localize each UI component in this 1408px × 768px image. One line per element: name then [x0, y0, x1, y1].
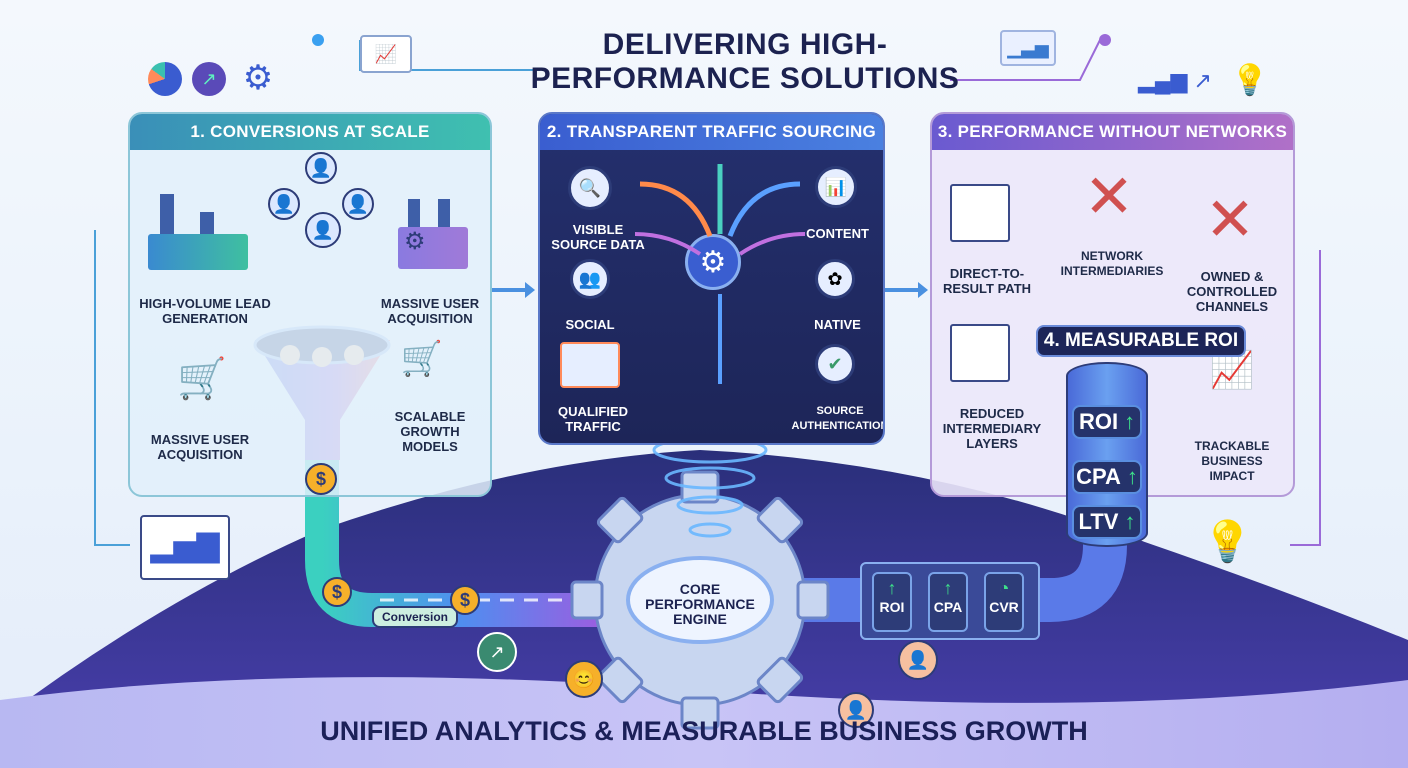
browser-dollar-icon	[950, 324, 1010, 382]
user-avatar-icon: 👤	[305, 212, 341, 248]
social-search-icon: 👥	[570, 259, 610, 299]
label-source-authentication: SOURCE AUTHENTICATION	[791, 405, 885, 432]
metric-ltv: LTV↑	[1072, 505, 1142, 539]
dashboard-icon: ▂▅▇	[140, 515, 230, 580]
factory-gear-icon: ⚙	[398, 199, 468, 269]
label-qualified-traffic: QUALIFIED TRAFFIC	[557, 404, 629, 434]
crossed-globe-icon: ✕	[1204, 186, 1256, 253]
lightbulb-icon: 💡	[1231, 63, 1269, 97]
label-visible-source: VISIBLE SOURCE DATA	[551, 222, 645, 252]
pipe-metric-cvr: ◔CVR	[984, 572, 1024, 632]
pipe-metric-cpa: ↑CPA	[928, 572, 968, 632]
label-owned-channels: OWNED & CONTROLLED CHANNELS	[1186, 269, 1278, 314]
measurable-roi-badge: 4. MEASURABLE ROI	[1036, 325, 1246, 357]
pie-chart-icon	[148, 62, 182, 96]
panel-conversions-at-scale: 1. CONVERSIONS AT SCALE HIGH-VOLUME LEAD…	[128, 112, 492, 497]
user-avatar-icon: 👤	[268, 188, 300, 220]
page-title: DELIVERING HIGH-PERFORMANCE SOLUTIONS	[530, 28, 960, 95]
label-trackable-impact: TRACKABLE BUSINESS IMPACT	[1194, 439, 1270, 483]
gear-icon: ⚙	[242, 59, 274, 97]
pipe-metric-roi: ↑ROI	[872, 572, 912, 632]
growth-chart-icon: 📈	[1209, 349, 1255, 390]
idea-chart-icon: 💡	[1202, 520, 1253, 564]
growth-bars-icon: ▂▄▆ ↗	[1138, 68, 1212, 93]
metric-cpa: CPA↑	[1072, 460, 1142, 494]
footer-title: UNIFIED ANALYTICS & MEASURABLE BUSINESS …	[320, 716, 1088, 746]
cart-dollar-icon: 🛒	[400, 340, 444, 378]
content-chart-icon: 📊	[815, 166, 857, 208]
label-growth-models: SCALABLE GROWTH MODELS	[394, 409, 466, 454]
label-reduced-layers: REDUCED INTERMEDIARY LAYERS	[942, 406, 1042, 451]
panel-header: 1. CONVERSIONS AT SCALE	[130, 114, 490, 150]
smiley-icon: 😊	[565, 660, 603, 698]
trend-up-icon: ↗	[477, 632, 517, 672]
label-user-acquisition-2: MASSIVE USER ACQUISITION	[150, 432, 250, 462]
conversion-tag: Conversion	[372, 606, 459, 628]
user-avatar-icon: 👤	[838, 692, 874, 728]
label-user-acquisition: MASSIVE USER ACQUISITION	[380, 296, 480, 326]
label-direct-to-result: DIRECT-TO-RESULT PATH	[942, 266, 1032, 296]
user-cart-icon: 🛒	[177, 357, 227, 401]
factory-icon	[148, 194, 248, 270]
monitor-chart-icon: 📈	[360, 35, 412, 73]
panel-header: 3. PERFORMANCE WITHOUT NETWORKS	[932, 114, 1293, 150]
native-icon: ✿	[815, 259, 855, 299]
label-content: CONTENT	[806, 226, 869, 241]
crossed-network-icon: ✕	[1083, 163, 1135, 230]
hub-gear-icon: ⚙	[685, 234, 741, 290]
user-avatar-icon: 👤	[342, 188, 374, 220]
metric-roi: ROI↑	[1072, 405, 1142, 439]
bar-chart-icon: ▁▃▅	[1000, 30, 1056, 66]
panel-performance-without-networks: 3. PERFORMANCE WITHOUT NETWORKS DIRECT-T…	[930, 112, 1295, 497]
dollar-coin-icon: $	[322, 577, 352, 607]
label-social: SOCIAL	[565, 317, 615, 332]
dollar-coin-icon: $	[305, 463, 337, 495]
label-lead-generation: HIGH-VOLUME LEAD GENERATION	[139, 296, 271, 326]
user-avatar-icon: 👤	[305, 152, 337, 184]
label-native: NATIVE	[814, 317, 861, 332]
label-network-intermediaries: NETWORK INTERMEDIARIES	[1060, 249, 1164, 278]
traffic-flow-arrows	[634, 164, 806, 384]
panel-transparent-traffic: 2. TRANSPARENT TRAFFIC SOURCING 🔍 VISIBL…	[538, 112, 885, 445]
dollar-coin-icon: $	[450, 585, 480, 615]
panel-header: 2. TRANSPARENT TRAFFIC SOURCING	[540, 114, 883, 150]
webpage-search-icon	[560, 342, 620, 388]
core-engine-label: CORE PERFORMANCE ENGINE	[645, 581, 755, 627]
browser-search-icon	[950, 184, 1010, 242]
trend-chart-icon: ↗	[192, 62, 226, 96]
user-avatar-icon: 👤	[898, 640, 938, 680]
verified-icon: ✔	[815, 344, 855, 384]
magnifier-icon: 🔍	[568, 166, 612, 210]
